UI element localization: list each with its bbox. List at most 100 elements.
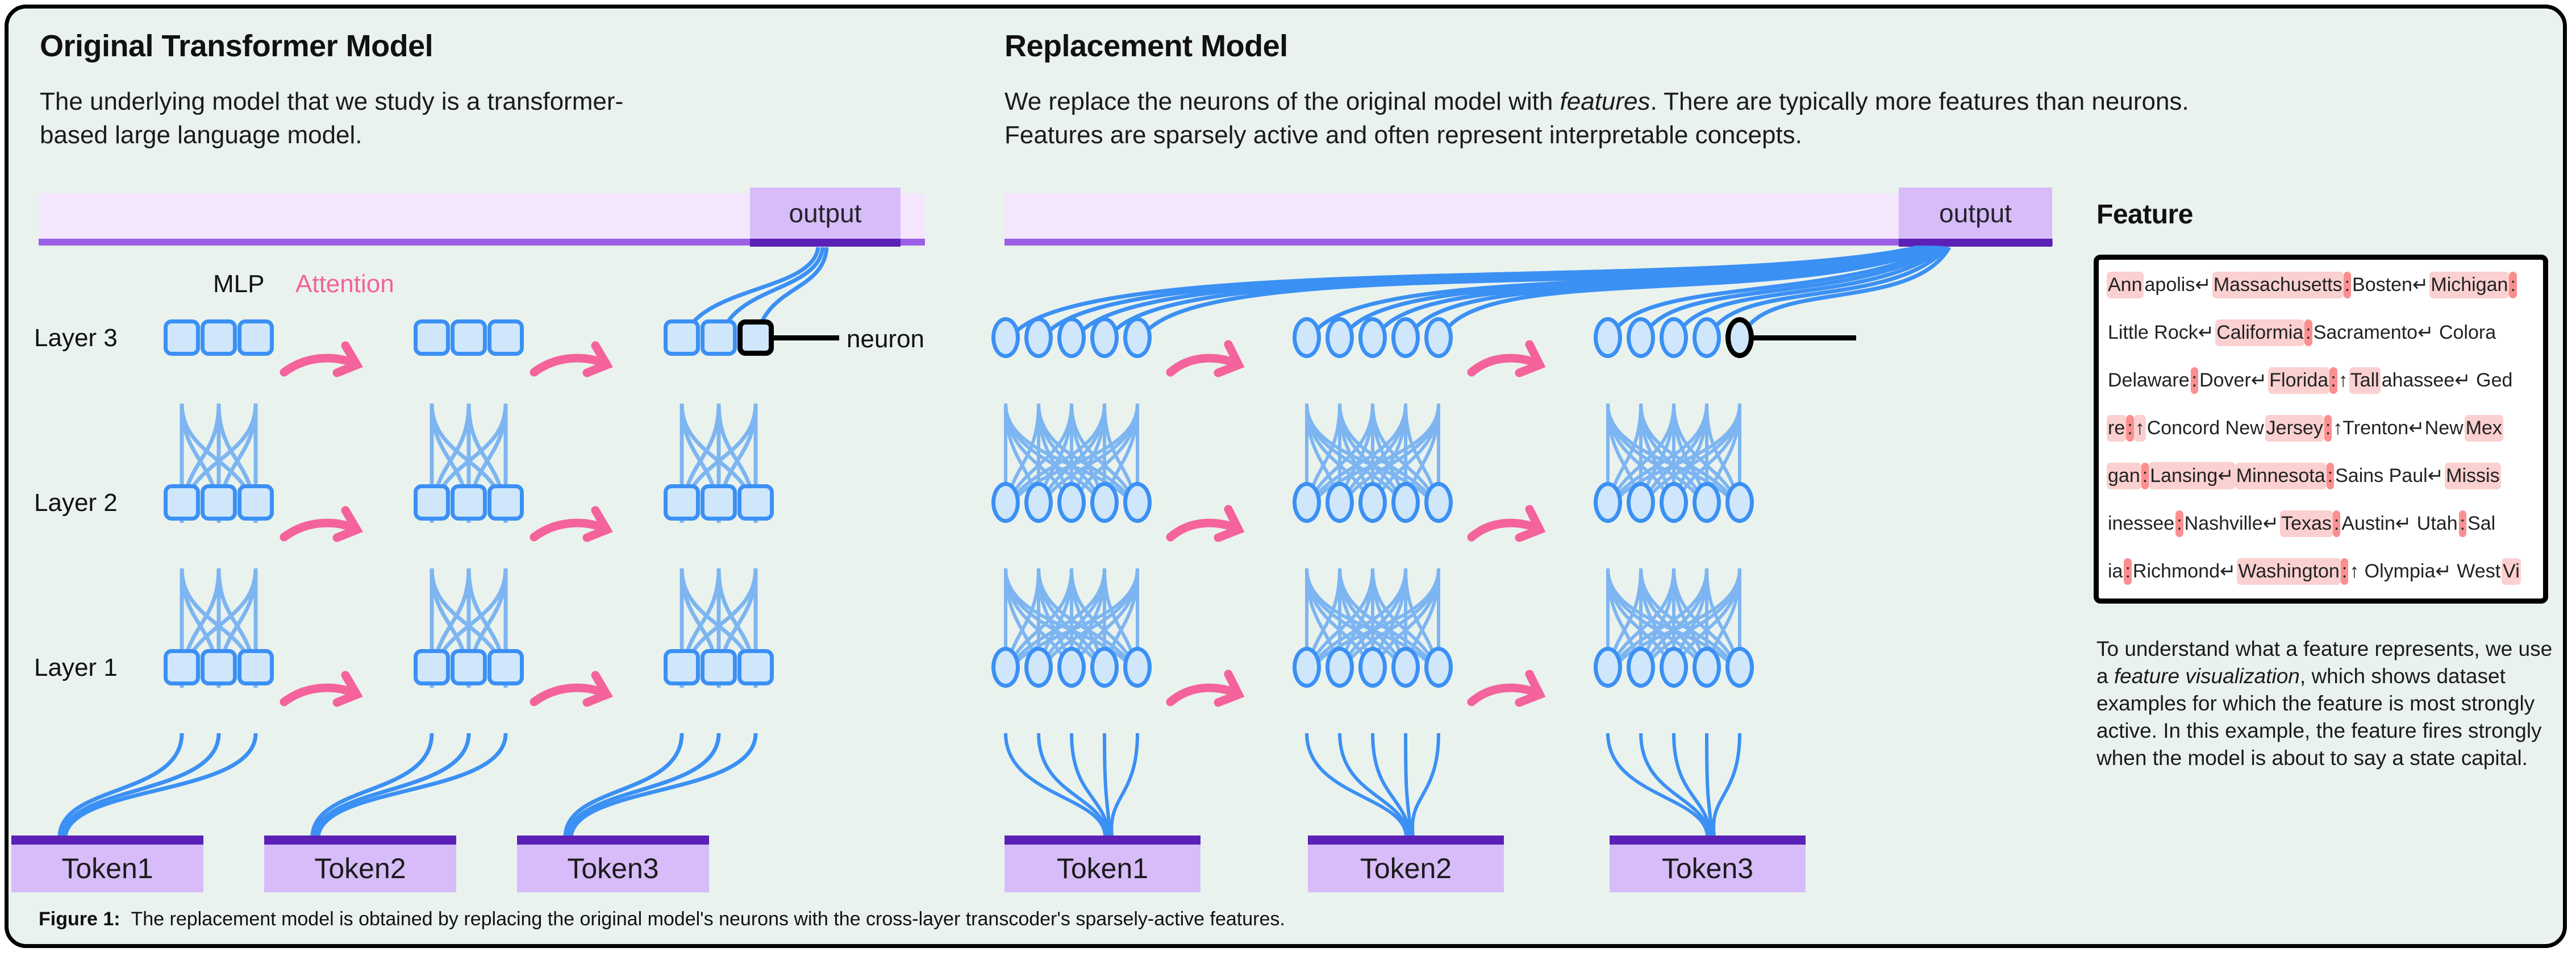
right-feature-l1-g2-n4[interactable] [1391, 647, 1420, 688]
left-node-l2-g1-n2[interactable] [201, 484, 237, 521]
right-token-3-label: Token3 [1661, 853, 1754, 884]
left-node-l2-g2-n1[interactable] [414, 484, 450, 521]
right-feature-l2-g1-n2[interactable] [1024, 482, 1053, 523]
feature-token: Little Rock↵ [2108, 322, 2215, 343]
left-node-l1-g3-n2[interactable] [701, 649, 737, 685]
left-node-l3-g1-n3[interactable] [237, 319, 274, 356]
right-feature-l1-g3-n2[interactable] [1627, 647, 1655, 688]
left-node-l1-g2-n1[interactable] [414, 649, 450, 685]
right-token-3-box[interactable] [1610, 845, 1806, 892]
right-token-1-topline [1004, 836, 1201, 845]
right-feature-l3-g2-n4[interactable] [1391, 317, 1420, 358]
feature-visualization-box[interactable]: Ann apolis↵Massachusetts:Bosten↵Michigan… [2094, 255, 2548, 604]
left-node-l1-g1-n3[interactable] [237, 649, 274, 685]
feature-expl-part-1: To understand what a feature represents,… [2096, 637, 2553, 688]
left-node-l3-g3-n2[interactable] [701, 319, 737, 356]
right-feature-l3-g2-n2[interactable] [1325, 317, 1354, 358]
right-feature-l2-g1-n4[interactable] [1090, 482, 1119, 523]
right-token-1-label: Token1 [1056, 853, 1149, 884]
left-token-3-box[interactable] [517, 845, 709, 892]
right-feature-l1-g1-n4[interactable] [1090, 647, 1119, 688]
right-feature-l2-g1-n1[interactable] [991, 482, 1020, 523]
left-node-l1-g1-n2[interactable] [201, 649, 237, 685]
feature-token: Ann [2107, 271, 2144, 298]
right-feature-l3-g2-n1[interactable] [1293, 317, 1321, 358]
left-node-l1-g3-n1[interactable] [664, 649, 700, 685]
right-feature-l1-g2-n3[interactable] [1358, 647, 1387, 688]
right-feature-l3-g1-n2[interactable] [1024, 317, 1053, 358]
left-node-l2-g1-n3[interactable] [237, 484, 274, 521]
feature-token: Dover↵ [2199, 369, 2267, 391]
left-node-l2-g2-n2[interactable] [451, 484, 487, 521]
left-node-l2-g3-n3[interactable] [737, 484, 774, 521]
right-feature-l2-g2-n4[interactable] [1391, 482, 1420, 523]
left-node-l1-g2-n2[interactable] [451, 649, 487, 685]
feature-token: ↑Trenton↵New [2333, 417, 2464, 439]
feature-token: Delaware [2108, 369, 2190, 391]
right-feature-l3-g2-n3[interactable] [1358, 317, 1387, 358]
feature-token: Texas [2280, 510, 2333, 537]
right-feature-l2-g2-n1[interactable] [1293, 482, 1321, 523]
right-feature-l3-g1-n4[interactable] [1090, 317, 1119, 358]
right-feature-l3-g1-n5[interactable] [1123, 317, 1152, 358]
right-feature-l2-g3-n5[interactable] [1725, 482, 1754, 523]
right-feature-l2-g2-n2[interactable] [1325, 482, 1354, 523]
right-feature-l1-g1-n1[interactable] [991, 647, 1020, 688]
left-node-l3-g1-n2[interactable] [201, 319, 237, 356]
feature-token: Minnesota [2235, 462, 2327, 489]
right-feature-l2-g3-n2[interactable] [1627, 482, 1655, 523]
left-node-l3-g2-n3[interactable] [487, 319, 524, 356]
right-feature-l1-g3-n1[interactable] [1594, 647, 1622, 688]
right-desc-part-1: We replace the neurons of the original m… [1004, 88, 1560, 115]
right-feature-l3-g2-n5[interactable] [1424, 317, 1453, 358]
feature-token: Austin↵ Utah [2341, 513, 2458, 534]
left-node-l3-g3-n1[interactable] [664, 319, 700, 356]
right-feature-l1-g3-n5[interactable] [1725, 647, 1754, 688]
left-node-l2-g1-n1[interactable] [164, 484, 200, 521]
right-feature-l2-g2-n3[interactable] [1358, 482, 1387, 523]
right-feature-l2-g3-n1[interactable] [1594, 482, 1622, 523]
right-output-label: output [1939, 198, 2012, 228]
left-node-l2-g3-n2[interactable] [701, 484, 737, 521]
left-node-l3-g3-n3-highlighted-neuron[interactable] [737, 319, 774, 356]
right-feature-l1-g1-n2[interactable] [1024, 647, 1053, 688]
left-node-l3-g2-n1[interactable] [414, 319, 450, 356]
right-feature-l2-g3-n3[interactable] [1660, 482, 1688, 523]
feature-token: : [2329, 367, 2337, 394]
left-node-l1-g1-n1[interactable] [164, 649, 200, 685]
right-token-2-box[interactable] [1308, 845, 1504, 892]
left-node-l2-g3-n1[interactable] [664, 484, 700, 521]
left-token-2-box[interactable] [264, 845, 456, 892]
left-node-l3-g1-n1[interactable] [164, 319, 200, 356]
right-feature-l3-g3-n4[interactable] [1693, 317, 1721, 358]
right-feature-l2-g1-n3[interactable] [1057, 482, 1086, 523]
right-token-1-box[interactable] [1004, 845, 1201, 892]
right-feature-l1-g2-n2[interactable] [1325, 647, 1354, 688]
left-node-l1-g3-n3[interactable] [737, 649, 774, 685]
right-feature-l3-g1-n3[interactable] [1057, 317, 1086, 358]
right-residual-stream-line [1004, 239, 2053, 246]
right-feature-l2-g3-n4[interactable] [1693, 482, 1721, 523]
right-feature-l2-g2-n5[interactable] [1424, 482, 1453, 523]
right-feature-l1-g1-n3[interactable] [1057, 647, 1086, 688]
right-feature-l1-g1-n5[interactable] [1123, 647, 1152, 688]
feature-token: ahassee↵ Ged [2381, 369, 2513, 391]
right-feature-l1-g3-n3[interactable] [1660, 647, 1688, 688]
right-feature-l3-g3-n3[interactable] [1660, 317, 1688, 358]
right-feature-l3-g1-n1[interactable] [991, 317, 1020, 358]
right-feature-l1-g2-n5[interactable] [1424, 647, 1453, 688]
feature-token: ↑ [2133, 414, 2146, 442]
left-node-l3-g2-n2[interactable] [451, 319, 487, 356]
right-feature-l1-g2-n1[interactable] [1293, 647, 1321, 688]
left-node-l2-g2-n3[interactable] [487, 484, 524, 521]
right-feature-l3-g3-n1[interactable] [1594, 317, 1622, 358]
left-node-l1-g2-n3[interactable] [487, 649, 524, 685]
right-feature-l3-g3-n5-highlighted-feature[interactable] [1725, 317, 1754, 358]
left-token-1-box[interactable] [11, 845, 203, 892]
right-desc-part-2: . There are typically more features than… [1004, 88, 2189, 149]
right-feature-l2-g1-n5[interactable] [1123, 482, 1152, 523]
right-feature-l3-g3-n2[interactable] [1627, 317, 1655, 358]
right-output-box [1899, 188, 2052, 239]
right-feature-l1-g3-n4[interactable] [1693, 647, 1721, 688]
left-token-1-label: Token1 [61, 853, 153, 884]
